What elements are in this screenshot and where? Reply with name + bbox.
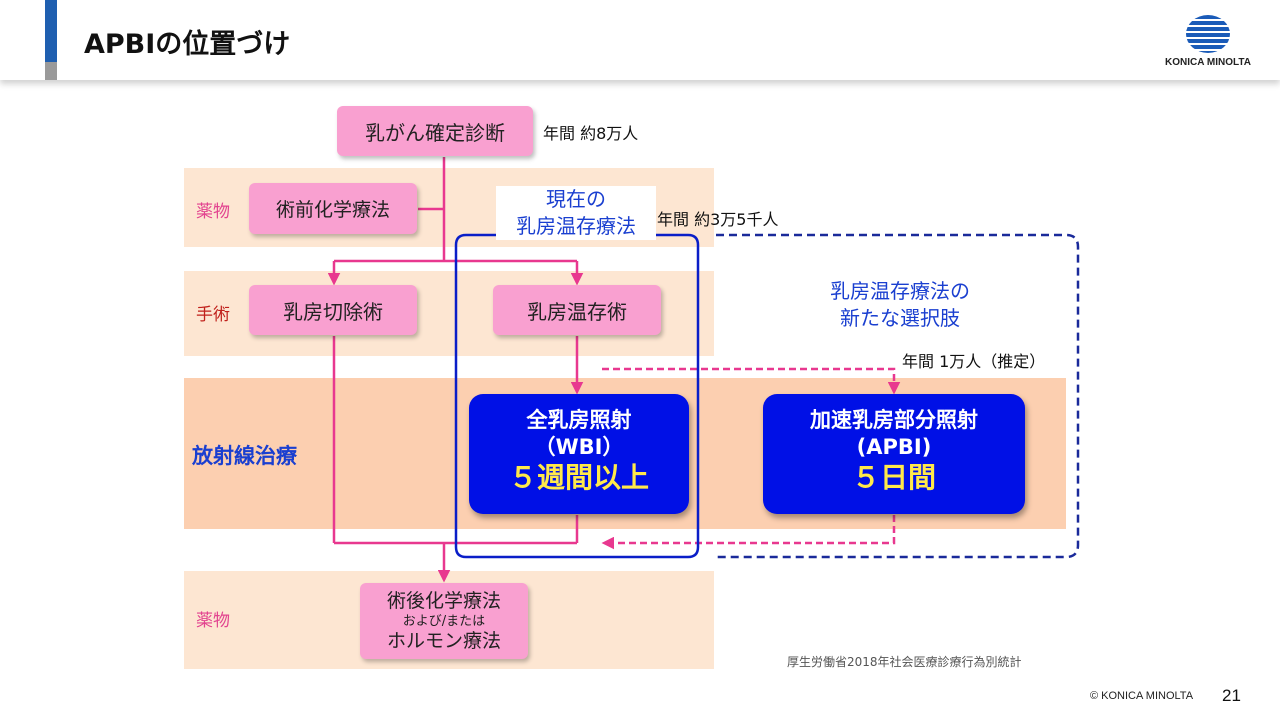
frame-new-option: [716, 233, 1080, 559]
annotation-bct-count: 年間 約3万5千人: [657, 210, 779, 229]
annotation-apbi-count: 年間 1万人（推定）: [902, 352, 1046, 371]
node-wbi-line1: 全乳房照射: [526, 408, 632, 432]
node-wbi: 全乳房照射 （WBI） ５週間以上: [469, 394, 689, 514]
node-neoadjuvant: 術前化学療法: [249, 183, 417, 234]
label-current-bct-line2: 乳房温存療法: [516, 214, 636, 238]
copyright: © KONICA MINOLTA: [1090, 690, 1194, 702]
node-wbi-line3: ５週間以上: [508, 461, 649, 494]
node-adjuvant: 術後化学療法 および/または ホルモン療法: [360, 583, 528, 659]
node-apbi-line2: (APBI): [856, 435, 932, 459]
label-new-option: 乳房温存療法の 新たな選択肢: [800, 278, 1000, 332]
node-apbi: 加速乳房部分照射 (APBI) ５日間: [763, 394, 1025, 514]
node-mastectomy-label: 乳房切除術: [283, 299, 383, 324]
node-adjuvant-line2: および/または: [402, 613, 486, 629]
slide-title: APBIの位置づけ: [84, 29, 291, 60]
row-label-drug-post: 薬物: [196, 611, 230, 631]
node-diagnosis-label: 乳がん確定診断: [365, 120, 505, 145]
node-wbi-line2: （WBI）: [534, 435, 624, 459]
node-adjuvant-line1: 術後化学療法: [386, 589, 501, 612]
node-apbi-line3: ５日間: [851, 461, 936, 494]
node-conserving-label: 乳房温存術: [527, 299, 627, 324]
node-diagnosis: 乳がん確定診断: [337, 106, 533, 156]
row-label-drug-pre: 薬物: [196, 202, 230, 222]
annotation-diagnosis-count: 年間 約8万人: [543, 124, 639, 143]
logo-text: KONICA MINOLTA: [1165, 57, 1251, 68]
dashed-arrow-from-apbi: [601, 515, 896, 550]
label-current-bct: 現在の 乳房温存療法: [496, 186, 656, 240]
row-label-radiation: 放射線治療: [192, 444, 297, 468]
node-apbi-line1: 加速乳房部分照射: [810, 408, 978, 432]
label-current-bct-line1: 現在の: [546, 187, 606, 211]
dashed-arrow-to-apbi: [602, 367, 901, 395]
header-accent-bar-gray: [45, 62, 57, 80]
label-new-option-line2: 新たな選択肢: [840, 306, 960, 330]
label-new-option-line1: 乳房温存療法の: [830, 279, 970, 303]
node-adjuvant-line3: ホルモン療法: [386, 629, 501, 652]
frame-current-bct: [454, 233, 700, 559]
header-accent-bar: [45, 0, 57, 62]
node-conserving-surgery: 乳房温存術: [493, 285, 661, 335]
slide-header: [0, 0, 1280, 80]
konica-minolta-logo-icon: [1186, 15, 1230, 53]
node-neoadjuvant-label: 術前化学療法: [275, 199, 390, 221]
page-number: 21: [1222, 686, 1241, 705]
row-label-surgery: 手術: [196, 305, 230, 325]
source-note: 厚生労働省2018年社会医療診療行為別統計: [787, 655, 1022, 669]
node-mastectomy: 乳房切除術: [249, 285, 417, 335]
